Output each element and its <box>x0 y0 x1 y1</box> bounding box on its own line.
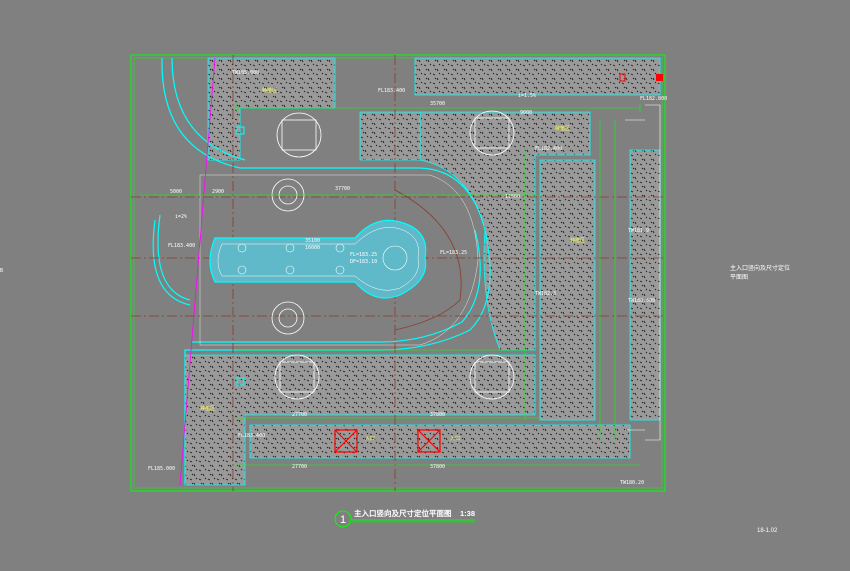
bed-right-strip <box>539 159 596 421</box>
label-bottom-left-corner: FL185.000 <box>148 466 175 472</box>
label-mid-left-level: FL183.400 <box>168 243 195 249</box>
cyan-marker-bottom <box>236 377 245 386</box>
plaza-arcs <box>394 189 462 331</box>
side-note-line-2: 平面图 <box>730 274 748 281</box>
sheet-code: 18-1.02 <box>757 528 778 534</box>
label-top-right-level: FL182.800 <box>640 96 667 102</box>
cyan-marker-top <box>236 126 245 135</box>
side-note-line-1: 主入口竖向及尺寸定位 <box>730 264 790 272</box>
entry-gates <box>334 429 441 453</box>
drawing-frame <box>130 54 666 492</box>
label-left-dim-2: 2900 <box>212 189 224 195</box>
drawing-number: 1 <box>340 514 346 526</box>
red-marker-small <box>619 73 626 82</box>
building-outline <box>625 104 661 441</box>
label-axis-dim: 11500 <box>505 194 520 200</box>
label-top-dim: 35700 <box>430 101 445 107</box>
label-bed-3: 种植区 <box>570 237 585 244</box>
drawing-number-circle <box>334 510 352 528</box>
label-bottom-right-level: TW180.20 <box>620 480 644 486</box>
bed-top-right <box>414 57 661 96</box>
magenta-boundary <box>179 57 216 486</box>
label-bottom-dim-3: 27700 <box>292 464 307 470</box>
bed-far-right <box>629 149 661 421</box>
tree-pits <box>274 110 515 400</box>
label-center-dim: 37700 <box>335 186 350 192</box>
plaza-paving <box>199 174 479 346</box>
label-bottom-left-level: FL183.400 <box>238 433 265 439</box>
label-right-level-3: TW182.3 <box>535 291 556 297</box>
red-marker-right <box>656 74 663 81</box>
label-center-level: FL=183.25 <box>350 252 377 258</box>
label-top-center-level: FL183.400 <box>378 88 405 94</box>
label-pool-dim: 35100 <box>305 238 320 244</box>
label-pool-dim-2: 16000 <box>305 245 320 251</box>
label-bottom-dim-2: 37800 <box>430 412 445 418</box>
label-bed-4: 种植区 <box>200 405 215 412</box>
drawing-inner-frame <box>133 57 663 489</box>
label-top-dim-2: 9000 <box>520 110 532 116</box>
label-slope-1: i=1.5% <box>518 93 536 99</box>
bed-bottom-left <box>184 354 536 486</box>
drawing-scale: 1:38 <box>460 509 475 518</box>
central-fountain <box>209 219 427 299</box>
drawing-title: 主入口竖向及尺寸定位平面图 <box>354 508 452 518</box>
label-bed-2: 种植区 <box>555 125 570 132</box>
planting-beds <box>184 57 661 486</box>
label-bed-1: 种植区 <box>262 87 277 94</box>
label-right-level-4: FL182.400 <box>535 146 562 152</box>
label-slope-2: i=2% <box>175 214 187 220</box>
label-right-level-2: TW180.500 <box>628 298 655 304</box>
label-left-dim: 5000 <box>170 189 182 195</box>
label-right-level-1: TW181.9 <box>628 228 649 234</box>
label-entry-1: 入口 <box>365 436 375 442</box>
bed-mid-upper <box>359 111 421 161</box>
label-center-sub: DF=183.10 <box>350 259 377 265</box>
label-fountain: FL=183.25 <box>440 250 467 256</box>
dimension-lines <box>140 104 641 466</box>
label-bottom-dim-1: 27700 <box>292 412 307 418</box>
label-top-left-level: TW185.000 <box>232 70 259 76</box>
left-edge-mark: B <box>0 268 3 274</box>
label-entry-2: 入口 <box>450 436 460 442</box>
label-bottom-dim-4: 37800 <box>430 464 445 470</box>
